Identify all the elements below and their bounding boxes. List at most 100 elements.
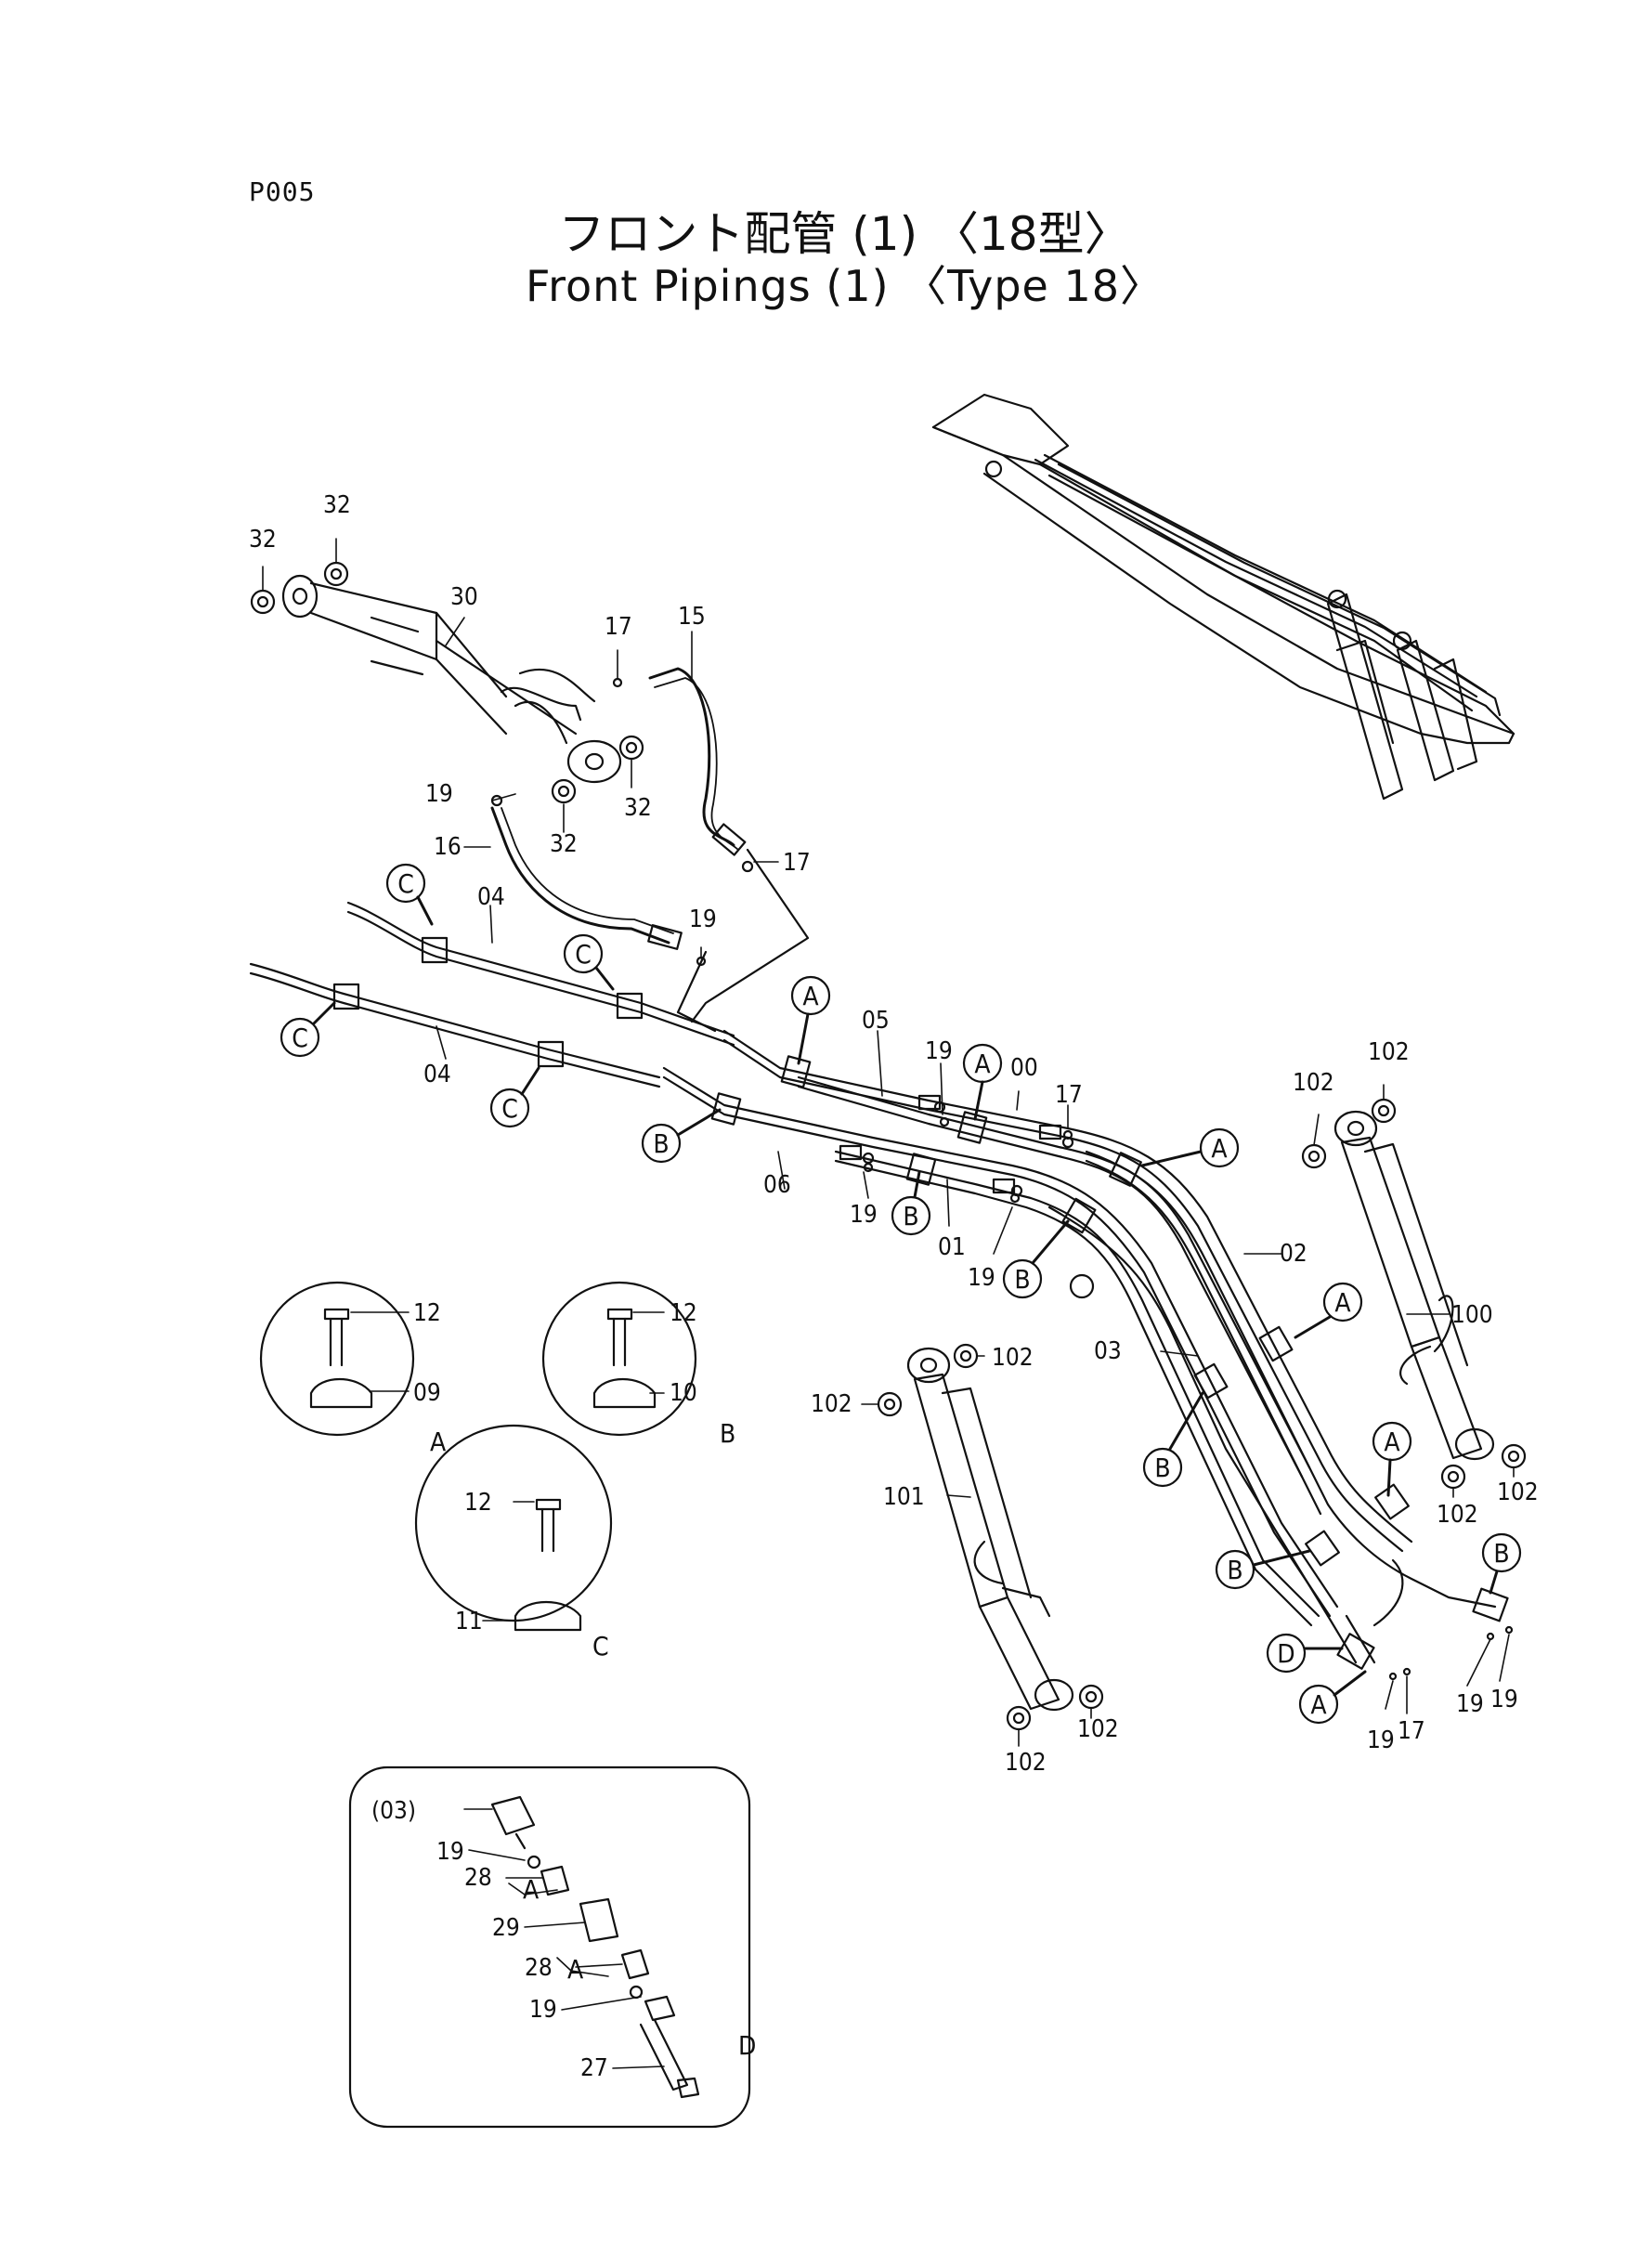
part-label: 19 bbox=[968, 1264, 995, 1292]
part-label: 05 bbox=[862, 1007, 890, 1035]
detail-view-letters: A B C D A A bbox=[430, 1418, 756, 2061]
detail-a bbox=[259, 1281, 415, 1437]
part-label: 04 bbox=[477, 883, 505, 911]
callout-letter: A bbox=[1334, 1287, 1351, 1318]
part-label: 100 bbox=[1451, 1301, 1493, 1329]
part-label: 16 bbox=[434, 833, 462, 861]
part-label: 09 bbox=[413, 1379, 441, 1407]
part-label: 102 bbox=[992, 1344, 1034, 1372]
callout-letter: B bbox=[1014, 1264, 1030, 1295]
callout-letter: C bbox=[575, 939, 592, 970]
callout-letter: B bbox=[1227, 1555, 1242, 1585]
callout-letter: C bbox=[292, 1023, 308, 1053]
part-label: 19 bbox=[1367, 1726, 1395, 1754]
part-label: 17 bbox=[1398, 1717, 1425, 1745]
part-label: (03) bbox=[371, 1797, 416, 1825]
part-label: 32 bbox=[249, 526, 277, 554]
part-label: 17 bbox=[783, 849, 811, 877]
callout-letter: B bbox=[1154, 1453, 1170, 1483]
part-label: 17 bbox=[1055, 1081, 1083, 1109]
part-label: 19 bbox=[850, 1201, 878, 1229]
part-label: 12 bbox=[464, 1489, 492, 1517]
detail-d bbox=[348, 1765, 751, 2129]
part-label: 19 bbox=[1490, 1686, 1518, 1713]
pipe-05 bbox=[722, 1029, 1413, 1544]
part-label: 19 bbox=[1456, 1690, 1484, 1718]
title-japanese: フロント配管 (1) 〈18型〉 bbox=[558, 207, 1131, 261]
callout-letter: B bbox=[1493, 1538, 1509, 1569]
part-label: 01 bbox=[938, 1233, 966, 1261]
part-label: 11 bbox=[455, 1608, 483, 1635]
pipe-06 bbox=[662, 1066, 1339, 1609]
part-label: 101 bbox=[883, 1483, 925, 1511]
detail-c bbox=[414, 1424, 613, 1632]
callout-markers bbox=[280, 863, 1522, 1725]
part-label: 102 bbox=[1497, 1479, 1539, 1506]
part-label: 102 bbox=[1368, 1038, 1410, 1066]
callout-letter: A bbox=[1211, 1133, 1228, 1164]
part-label: 19 bbox=[925, 1037, 953, 1065]
part-label: 30 bbox=[450, 583, 478, 611]
detail-letter: B bbox=[720, 1418, 735, 1449]
part-label: 15 bbox=[678, 603, 706, 631]
detail-letter: A bbox=[430, 1427, 447, 1457]
detail-b bbox=[541, 1281, 697, 1437]
pipe-04-upper bbox=[346, 901, 735, 1037]
part-label: 17 bbox=[605, 613, 632, 641]
part-label: 102 bbox=[811, 1390, 852, 1418]
part-label: 102 bbox=[1077, 1715, 1119, 1743]
part-number-labels: 32 32 30 17 15 32 32 19 16 17 19 04 04 0… bbox=[249, 491, 1539, 2082]
page-code: P005 bbox=[249, 176, 316, 207]
pipe-04-lower bbox=[249, 962, 661, 1079]
callout-letter: D bbox=[1277, 1638, 1294, 1669]
part-label: 102 bbox=[1005, 1749, 1047, 1777]
part-label: 02 bbox=[1280, 1240, 1307, 1268]
part-label: 00 bbox=[1010, 1054, 1038, 1082]
callout-letter: A bbox=[974, 1049, 991, 1079]
cylinder-30 bbox=[281, 574, 622, 784]
part-label: 10 bbox=[670, 1379, 697, 1407]
part-label: 32 bbox=[624, 794, 652, 822]
title-english: Front Pipings (1) 〈Type 18〉 bbox=[526, 261, 1164, 311]
callout-letter: A bbox=[802, 981, 819, 1011]
part-label: 12 bbox=[413, 1299, 441, 1327]
callout-letter: A bbox=[1310, 1689, 1327, 1720]
callout-letter: A bbox=[1384, 1427, 1400, 1457]
detail-letter: A bbox=[523, 1874, 540, 1905]
callout-letters: C C C C A A A B B B A B A B B D A bbox=[292, 868, 1509, 1720]
part-label: 28 bbox=[525, 1954, 553, 1982]
part-label: 19 bbox=[689, 905, 717, 933]
part-label: 32 bbox=[323, 491, 351, 519]
detail-letter: C bbox=[592, 1631, 609, 1661]
detail-letter: D bbox=[738, 2030, 756, 2061]
detail-letter: A bbox=[567, 1954, 584, 1985]
part-label: 19 bbox=[529, 1996, 557, 2024]
part-label: 19 bbox=[436, 1838, 464, 1866]
callout-letter: C bbox=[501, 1093, 518, 1124]
part-label: 102 bbox=[1293, 1069, 1334, 1097]
part-label: 03 bbox=[1094, 1337, 1122, 1365]
hose-15 bbox=[648, 667, 735, 847]
part-label: 29 bbox=[492, 1914, 520, 1942]
cylinder-100 bbox=[1333, 1110, 1495, 1461]
pipe-01 bbox=[834, 1150, 1320, 1618]
part-label: 19 bbox=[425, 780, 453, 808]
callout-letter: C bbox=[397, 868, 414, 899]
part-label: 32 bbox=[550, 830, 578, 858]
part-label: 06 bbox=[763, 1171, 791, 1199]
arm-overview-illustration bbox=[931, 393, 1515, 801]
part-label: 28 bbox=[464, 1864, 492, 1892]
washers-102 bbox=[250, 561, 1527, 1731]
part-label: 12 bbox=[670, 1299, 697, 1327]
hose-16 bbox=[490, 806, 670, 945]
leader-lines bbox=[262, 538, 1515, 1747]
pipe-03 bbox=[1047, 1205, 1330, 1618]
pipe-02 bbox=[1085, 1150, 1497, 1609]
callout-letter: B bbox=[903, 1201, 918, 1231]
part-label: 102 bbox=[1437, 1501, 1478, 1529]
part-label: 04 bbox=[423, 1061, 451, 1088]
part-label: 27 bbox=[580, 2054, 608, 2082]
callout-letter: B bbox=[653, 1128, 669, 1159]
cylinder-101 bbox=[906, 1347, 1074, 1712]
